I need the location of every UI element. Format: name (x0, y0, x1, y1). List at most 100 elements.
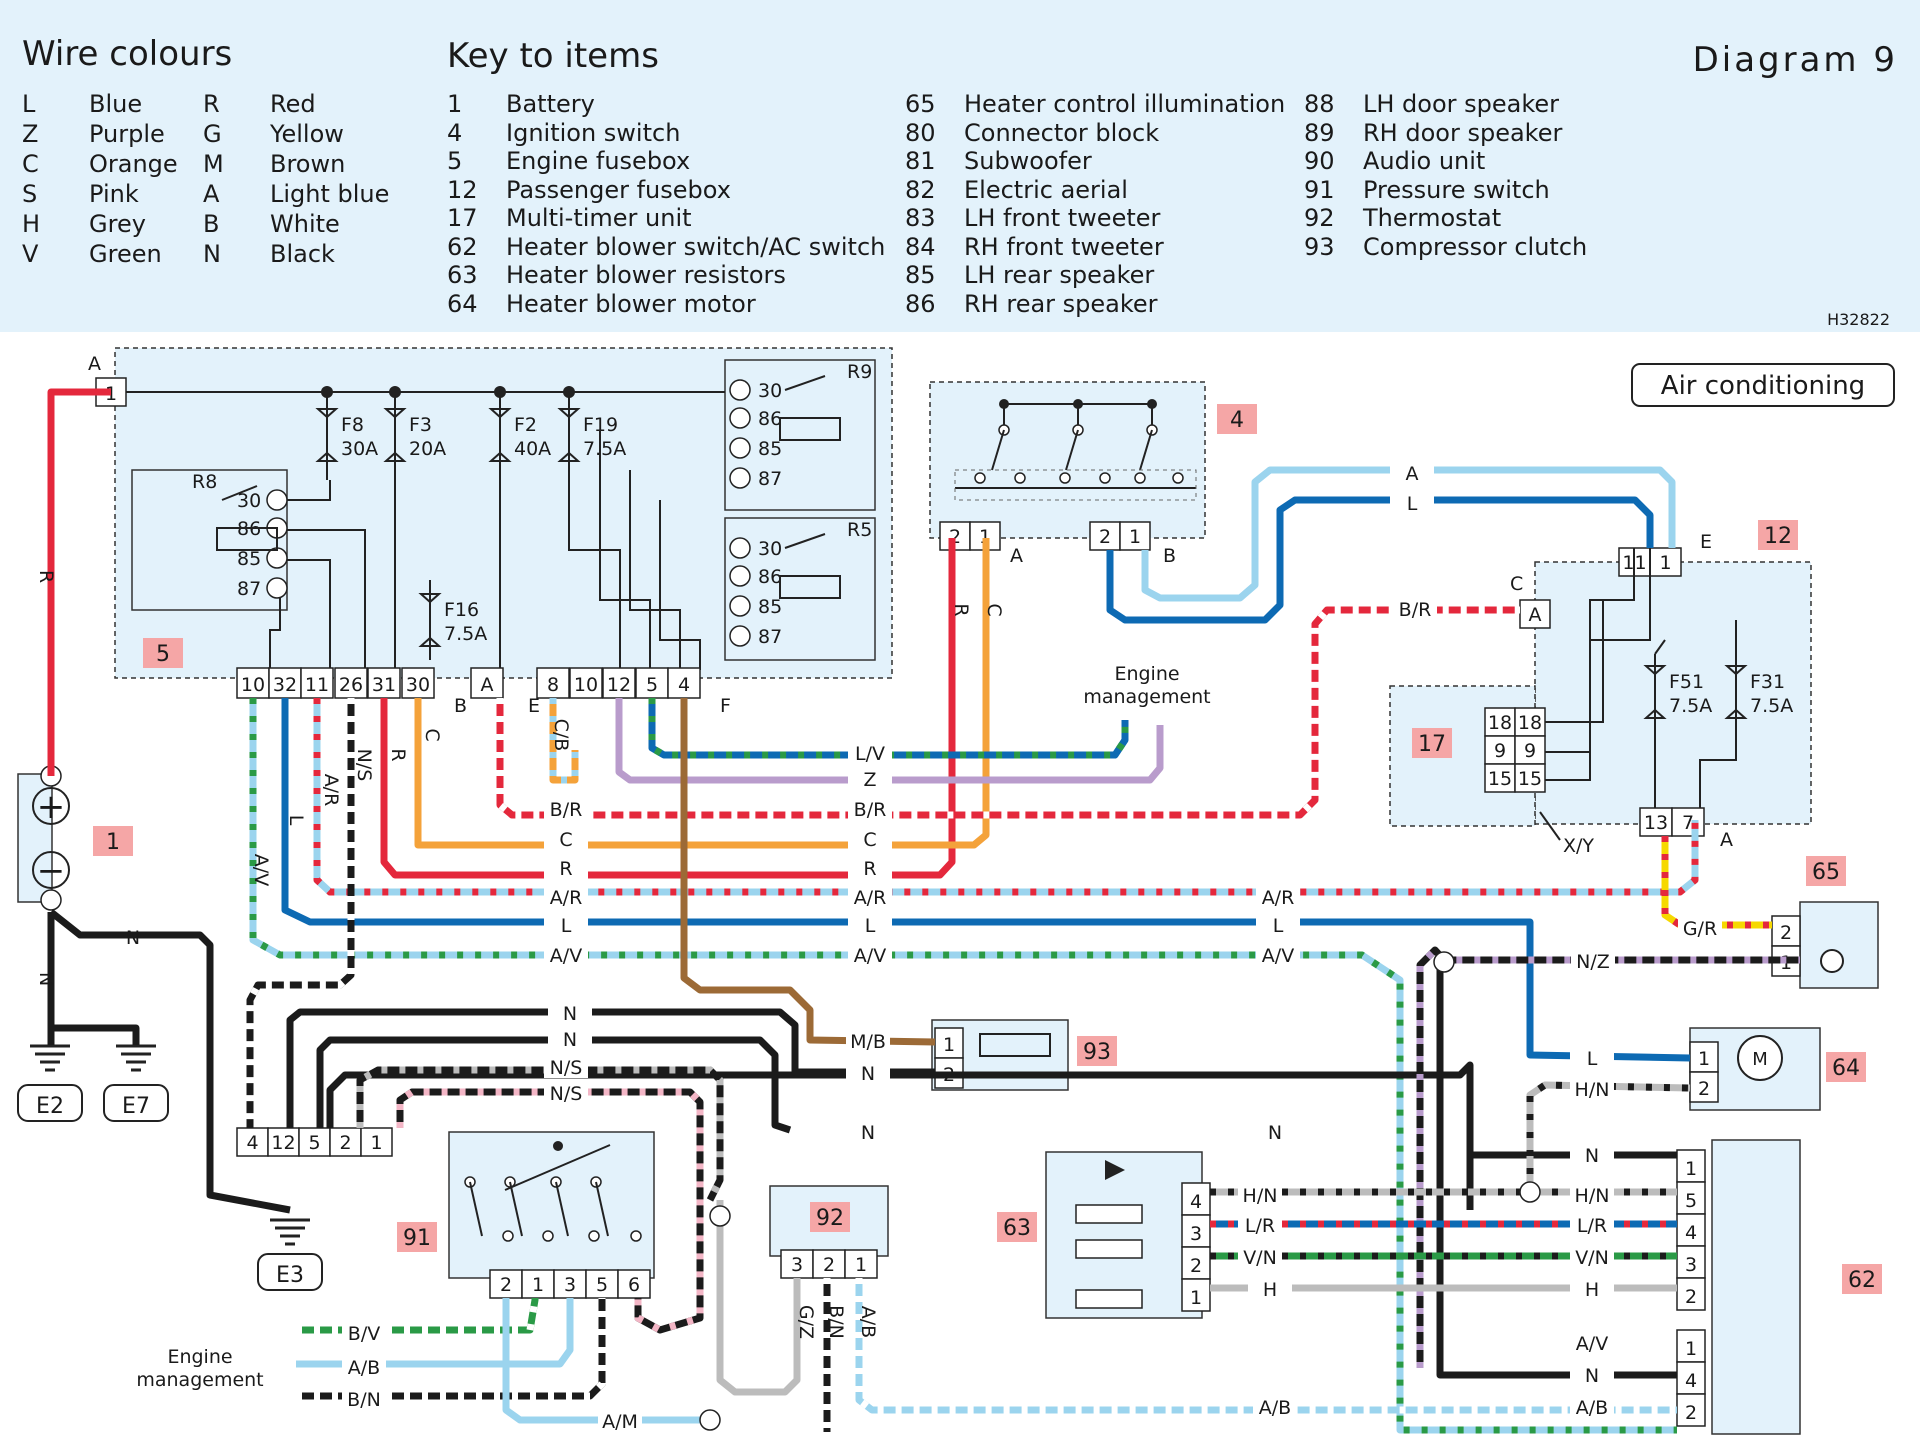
fuse-rating: 30A (341, 438, 378, 460)
blower-switch-pin (1676, 1277, 1706, 1311)
fusebox-connector-pin (300, 667, 334, 699)
pin-number: 10 (241, 674, 265, 696)
key-item-number: 65 (905, 90, 936, 118)
terminal (1172, 472, 1184, 484)
wire-label-bg (1678, 915, 1722, 939)
pin-number: 3 (564, 1274, 576, 1296)
wire-label-bg (1570, 1212, 1614, 1236)
pin-number: 15 (1488, 768, 1512, 790)
wire-colour-code: S (22, 180, 38, 208)
key-title: Key to items (447, 36, 659, 76)
wire-code: A/V (854, 945, 886, 967)
wire-code: L (1273, 915, 1284, 937)
wire-colour-code: H (22, 210, 41, 238)
earth-point-box (103, 1084, 169, 1122)
ignition-mechanism (954, 469, 1197, 501)
wire-label-bg (1390, 460, 1434, 484)
pin-number: 12 (271, 1132, 295, 1154)
relay-r5 (724, 517, 876, 661)
key-item-name: Subwoofer (964, 147, 1092, 175)
wire-code: C (559, 829, 572, 851)
component-tag-label: 17 (1418, 732, 1446, 757)
wire-b-v (296, 1296, 539, 1334)
earth-point-box (17, 1084, 83, 1122)
fusebox-connector-pin (470, 667, 504, 699)
component-tag-label: 93 (1083, 1040, 1111, 1065)
key-item-name: Multi-timer unit (506, 204, 692, 232)
relay-coil (779, 417, 841, 441)
pin-number: 3 (1685, 1254, 1697, 1276)
pin-number: 3 (791, 1254, 803, 1276)
wire-m-b (680, 698, 936, 1046)
internal-link (509, 1181, 523, 1237)
fuse-symbol (383, 390, 407, 480)
pin-number: 5 (308, 1132, 320, 1154)
wire-label-bg (846, 1119, 890, 1143)
battery (17, 773, 53, 903)
internal-link (269, 590, 281, 670)
wire-colour-name: Pink (89, 180, 139, 208)
wire-n-s-stripe (246, 698, 355, 1128)
key-item-number: 85 (905, 261, 936, 289)
pin-number: A (1529, 604, 1542, 626)
pin-number: 4 (678, 674, 690, 696)
wire-code: X/Y (1563, 835, 1594, 857)
pressure-switch-pin (521, 1269, 555, 1299)
wire-label-bg (848, 740, 892, 764)
pin-number: 6 (628, 1274, 640, 1296)
fusebox-connector-pin (602, 667, 636, 699)
pin-number: 26 (339, 674, 363, 696)
wire-label-bg (1253, 1119, 1297, 1143)
wire-code: N (1585, 1145, 1599, 1167)
terminal (1134, 472, 1146, 484)
wire-label-bg (1390, 490, 1434, 514)
wire-n-s (246, 698, 355, 1128)
fuse-rating: 7.5A (1750, 695, 1793, 717)
wire-code: H/N (1243, 1185, 1278, 1207)
earth-connector-pin (267, 1127, 300, 1157)
wire-label-bg (1570, 1362, 1614, 1386)
pin-number: 30 (406, 674, 430, 696)
fuse-rating: 7.5A (1669, 695, 1712, 717)
wire-label-bg (544, 884, 588, 908)
wire-b-n-stripe (296, 1298, 606, 1400)
wire-junction (1433, 951, 1455, 973)
wire-label-bg (1570, 1045, 1614, 1069)
wire-colour-name: Black (270, 240, 335, 268)
relay-coil (216, 527, 278, 551)
wire-code: H/N (1575, 1185, 1610, 1207)
earth-point-box (257, 1253, 323, 1291)
wire-colour-name: Blue (89, 90, 143, 118)
wire-code: B/R (550, 799, 583, 821)
wire-label-bg (544, 912, 588, 936)
section-title-box (1631, 363, 1895, 407)
fuse-name: F3 (409, 414, 432, 436)
wire-c (414, 538, 990, 849)
relay-pin: 87 (758, 626, 782, 648)
wire-colour-name: Orange (89, 150, 178, 178)
wire-code: L (865, 915, 876, 937)
wire-label-bg (1256, 942, 1300, 966)
wire-junction (709, 1205, 731, 1227)
wire-colour-code: G (203, 120, 222, 148)
pin-number: 2 (1685, 1286, 1697, 1308)
wire-label-bg (544, 942, 588, 966)
pin-number: 2 (1685, 1402, 1697, 1424)
terminal (729, 467, 751, 489)
pin-number: 32 (273, 674, 297, 696)
wire-label-bg (1256, 912, 1300, 936)
component-tag (143, 638, 183, 668)
wire-n-4 (1436, 965, 1677, 1379)
legend-panel: Wire colours Key to items Diagram 9 H328… (0, 0, 1920, 332)
wire-junction (1519, 1181, 1541, 1203)
pin-number: 5 (596, 1274, 608, 1296)
terminal (729, 595, 751, 617)
key-item-number: 81 (905, 147, 936, 175)
resistor-pin (1181, 1182, 1211, 1216)
key-item-name: RH door speaker (1363, 118, 1563, 147)
wire-colour-code: B (203, 210, 220, 238)
connector-letter: B (454, 695, 467, 717)
wire-l (281, 698, 1691, 1062)
wire-l-ignition (1106, 496, 1654, 624)
